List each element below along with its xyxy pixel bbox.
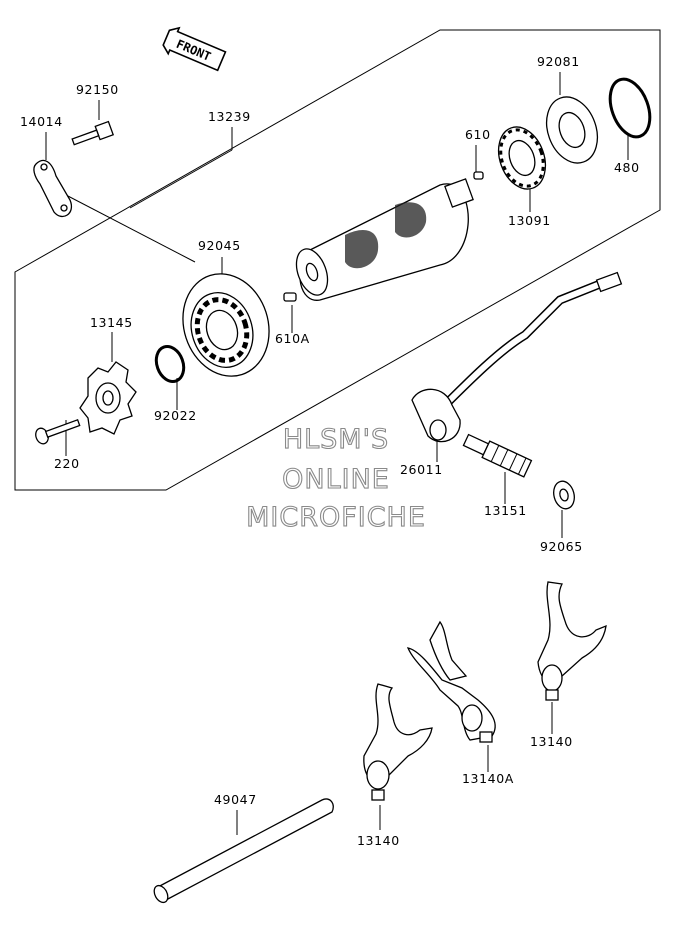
- shift-fork-13140-right: [537, 581, 607, 701]
- shift-drum: [295, 178, 474, 301]
- lever-26011: [411, 271, 623, 443]
- callout-13091: 13091: [508, 213, 551, 228]
- callout-13151: 13151: [484, 503, 527, 518]
- star-13145: [79, 361, 137, 435]
- screw-220: [35, 419, 81, 445]
- ring-92022: [154, 345, 186, 383]
- callout-480: 480: [614, 160, 640, 175]
- callout-92065: 92065: [540, 539, 583, 554]
- gear-13091: [497, 126, 547, 190]
- watermark-line-1: HLSM'S: [283, 424, 389, 455]
- assembly-group-outline: [14, 29, 661, 491]
- pin-13151: [462, 433, 533, 478]
- watermark: HLSM'S ONLINE MICROFICHE: [246, 423, 426, 533]
- watermark-line-3: MICROFICHE: [246, 502, 426, 533]
- callout-13140-right: 13140: [530, 734, 573, 749]
- pin-610A: [283, 292, 297, 302]
- callout-14014: 14014: [20, 114, 63, 129]
- callout-13140-left: 13140: [357, 833, 400, 848]
- shaft-49047: [153, 798, 334, 904]
- callout-26011: 26011: [400, 462, 443, 477]
- callout-labels: 92150 14014 13239 92081 610 480 13091 92…: [20, 54, 640, 848]
- pin-610: [473, 171, 484, 180]
- bearing-92045: [182, 273, 270, 377]
- shift-fork-13140A: [406, 620, 496, 743]
- plate-92081: [545, 96, 599, 164]
- plate-14014: [33, 159, 73, 217]
- shift-fork-13140-left: [363, 683, 433, 801]
- callout-92150: 92150: [76, 82, 119, 97]
- callout-610A: 610A: [275, 331, 310, 346]
- circlip-480: [608, 77, 652, 139]
- callout-92022: 92022: [154, 408, 197, 423]
- bolt-92150: [71, 120, 115, 146]
- callout-13239: 13239: [208, 109, 251, 124]
- callout-610: 610: [465, 127, 491, 142]
- callout-92081: 92081: [537, 54, 580, 69]
- front-arrow-icon: FRONT: [162, 26, 227, 72]
- watermark-line-2: ONLINE: [282, 464, 390, 495]
- washer-92065: [553, 480, 575, 510]
- callout-49047: 49047: [214, 792, 257, 807]
- callout-13145: 13145: [90, 315, 133, 330]
- callout-92045: 92045: [198, 238, 241, 253]
- callout-13140A: 13140A: [462, 771, 514, 786]
- callout-220: 220: [54, 456, 80, 471]
